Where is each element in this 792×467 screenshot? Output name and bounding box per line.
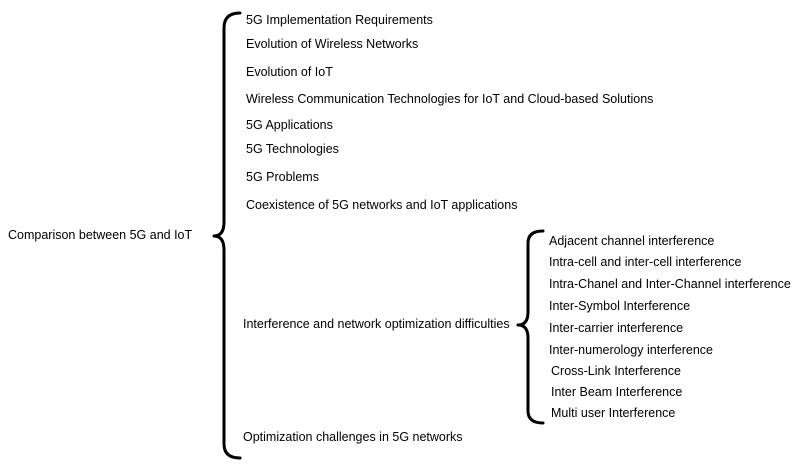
topic-item: 5G Technologies	[246, 142, 339, 156]
subtopic-item: Inter Beam Interference	[551, 385, 683, 399]
subtopic-item: Multi user Interference	[551, 406, 676, 420]
subtopic-item: Intra-Chanel and Inter-Channel interfere…	[549, 277, 791, 291]
subtopic-item: Intra-cell and inter-cell interference	[549, 255, 742, 269]
sub-curly-brace	[516, 229, 545, 425]
topic-item: 5G Problems	[246, 170, 319, 184]
subtopic-item: Inter-carrier interference	[549, 321, 684, 335]
topic-item: Evolution of IoT	[246, 65, 333, 79]
subtopic-item: Cross-Link Interference	[551, 364, 681, 378]
main-curly-brace	[212, 11, 242, 460]
subtopic-item: Adjacent channel interference	[549, 234, 715, 248]
root-label: Comparison between 5G and IoT	[8, 228, 193, 242]
topic-item: 5G Implementation Requirements	[246, 13, 433, 27]
topic-item: Interference and network optimization di…	[243, 317, 510, 331]
topic-item: 5G Applications	[246, 118, 333, 132]
topic-item: Coexistence of 5G networks and IoT appli…	[246, 198, 518, 212]
topic-item: Wireless Communication Technologies for …	[246, 92, 654, 106]
topic-item: Evolution of Wireless Networks	[246, 37, 419, 51]
subtopic-item: Inter-numerology interference	[549, 343, 713, 357]
topic-item: Optimization challenges in 5G networks	[243, 430, 463, 444]
subtopic-item: Inter-Symbol Interference	[549, 299, 691, 313]
